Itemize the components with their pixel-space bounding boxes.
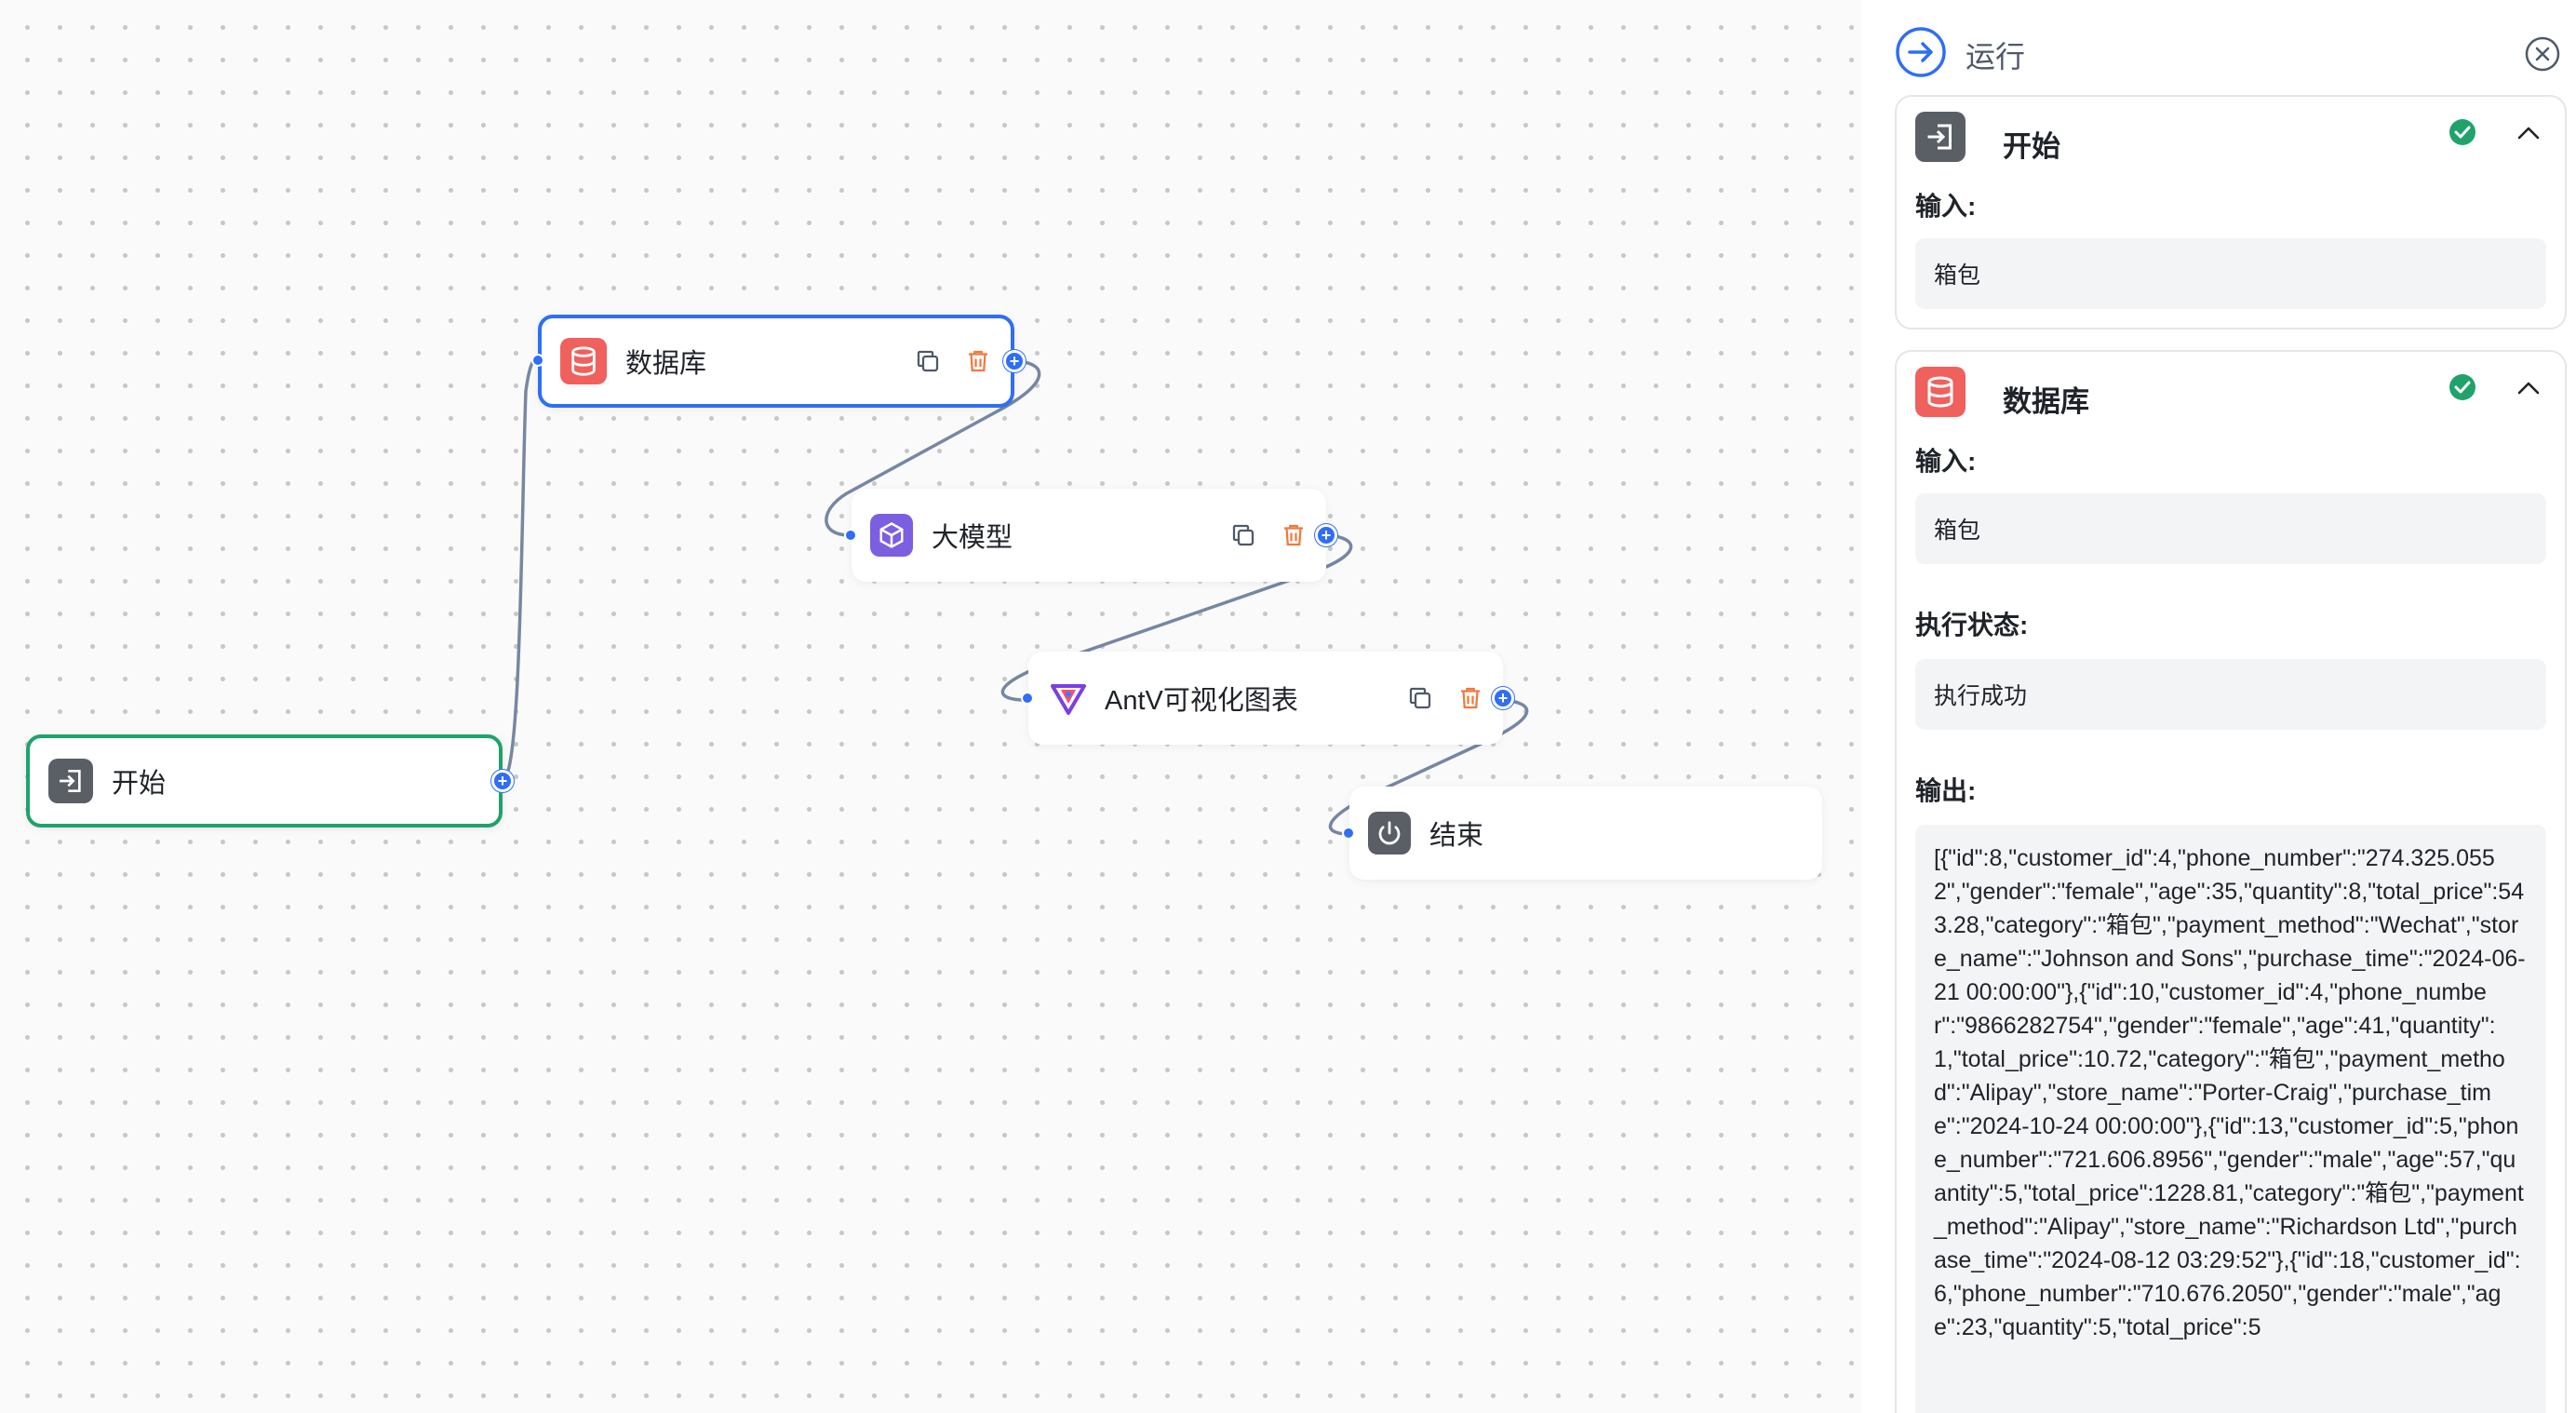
edge-start-database [501, 358, 542, 782]
workflow-canvas[interactable]: 数据库 + 大模型 + [0, 0, 1861, 1413]
close-icon[interactable] [2524, 35, 2561, 73]
delete-icon[interactable] [962, 345, 994, 377]
input-value: 箱包 [1915, 493, 2546, 564]
edge-layer [501, 358, 1529, 836]
card-title: 数据库 [2003, 385, 2089, 418]
output-handle-add-button[interactable]: + [1492, 687, 1514, 709]
run-panel: 运行 开始 输入: 箱包 数据库 [1861, 0, 2576, 1413]
antv-logo-icon [1047, 677, 1090, 720]
output-handle-add-button[interactable]: + [1315, 524, 1337, 546]
database-icon [1915, 367, 1966, 417]
copy-icon[interactable] [1228, 519, 1259, 551]
input-handle[interactable] [844, 529, 857, 542]
card-header[interactable]: 数据库 [1897, 352, 2565, 445]
output-handle-add-button[interactable]: + [1003, 350, 1026, 372]
node-antv-chart[interactable]: AntV可视化图表 + [1021, 652, 1514, 745]
input-handle[interactable] [531, 354, 544, 367]
success-check-icon [2449, 374, 2475, 400]
node-start[interactable]: 开始 + [26, 734, 514, 828]
node-end[interactable]: 结束 [1342, 787, 1822, 880]
delete-icon[interactable] [1455, 682, 1486, 714]
enter-icon [48, 759, 93, 803]
output-label: 输出: [1915, 776, 1977, 805]
delete-icon[interactable] [1278, 519, 1309, 551]
cube-icon [870, 514, 913, 557]
run-card-start: 开始 输入: 箱包 [1895, 95, 2567, 330]
output-handle-add-button[interactable]: + [491, 770, 514, 792]
node-title: 开始 [112, 769, 167, 799]
output-value: [{"id":8,"customer_id":4,"phone_number":… [1915, 825, 2546, 1413]
node-title: 结束 [1429, 821, 1484, 851]
node-title: 数据库 [625, 349, 707, 379]
copy-icon[interactable] [1404, 682, 1436, 714]
input-value: 箱包 [1915, 238, 2546, 309]
run-arrow-icon [1896, 27, 1946, 77]
status-value: 执行成功 [1915, 659, 2546, 730]
input-handle[interactable] [1342, 827, 1355, 840]
input-label: 输入: [1915, 447, 1977, 476]
database-icon [560, 338, 607, 384]
success-check-icon [2449, 119, 2475, 145]
node-llm[interactable]: 大模型 + [844, 489, 1337, 582]
power-icon [1368, 812, 1411, 855]
node-title: 大模型 [932, 523, 1013, 553]
copy-icon[interactable] [912, 345, 944, 377]
chevron-up-icon[interactable] [2513, 117, 2544, 149]
input-handle[interactable] [1021, 692, 1034, 705]
node-database[interactable]: 数据库 + [531, 315, 1026, 408]
enter-icon [1915, 112, 1966, 162]
card-header[interactable]: 开始 [1897, 97, 2565, 190]
panel-title: 运行 [1966, 40, 2026, 74]
card-title: 开始 [2003, 130, 2060, 163]
status-label: 执行状态: [1915, 611, 2029, 639]
input-label: 输入: [1915, 192, 1977, 221]
run-card-database: 数据库 输入: 箱包 执行状态: 执行成功 输出: [{"id":8,"cust… [1895, 350, 2567, 1413]
node-title: AntV可视化图表 [1105, 686, 1298, 716]
chevron-up-icon[interactable] [2513, 372, 2544, 404]
